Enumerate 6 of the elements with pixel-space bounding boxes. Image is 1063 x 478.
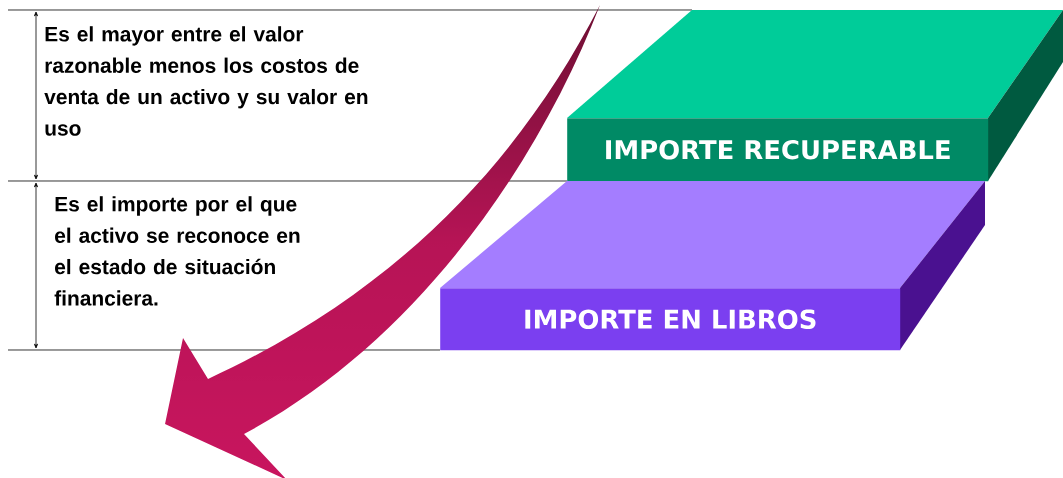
description-text: Es el importe por el que el activo se reconoce en el estado de situación financiera.	[54, 196, 300, 306]
node-label: IMPORTE EN LIBROS	[525, 309, 816, 329]
node-label: IMPORTE RECUPERABLE	[606, 139, 950, 160]
slab: IMPORTE RECUPERABLE	[567, 10, 1063, 182]
description-text: Es el mayor entre el valor razonable menos los costos de venta de un activo y su valor en uso	[44, 26, 368, 136]
slab: IMPORTE EN LIBROS	[440, 181, 985, 351]
